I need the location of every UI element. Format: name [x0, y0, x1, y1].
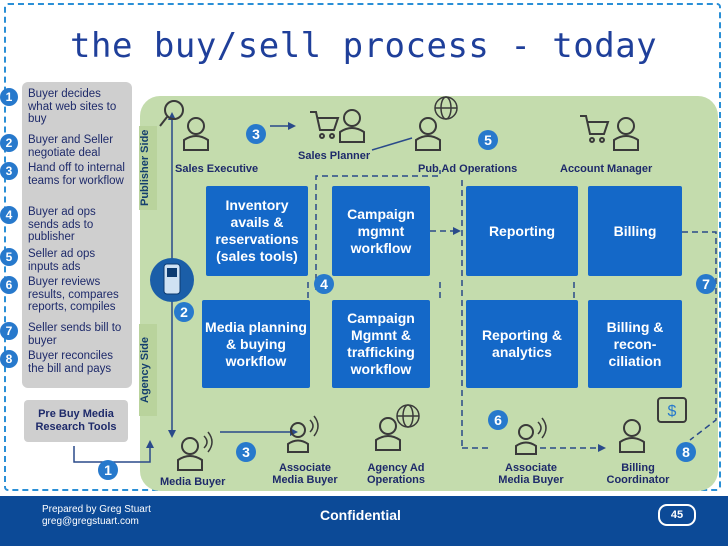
media-buyer-icon: [177, 437, 203, 471]
cart-icon-top: [310, 111, 340, 139]
arrow-head-6: [598, 444, 606, 452]
step-text: Seller ad ops inputs ads: [28, 248, 96, 273]
arrow-head-reporting: [453, 227, 461, 235]
step-text: Buyer decides what web sites to buy: [28, 88, 117, 125]
step-number: 5: [0, 248, 18, 266]
step1-arrow-head: [146, 440, 154, 448]
dashed-path-7: [682, 231, 717, 441]
cart-icon-right: [580, 115, 610, 143]
role-account-manager: Account Manager: [560, 163, 653, 175]
step-6: 6 Buyer reviews results, compares report…: [0, 276, 126, 314]
step-text: Buyer reconciles the bill and pays: [28, 350, 114, 375]
svg-text:$: $: [668, 403, 677, 420]
process-band: [140, 96, 718, 491]
role-pub-ad-operations: Pub Ad Operations: [418, 163, 518, 175]
account-mgr-icon: [613, 117, 639, 151]
box-agency-billing: Billing & recon-ciliation: [588, 300, 682, 388]
step-text: Buyer ad ops sends ads to publisher: [28, 206, 96, 243]
badge-3-bottom: 3: [236, 442, 256, 462]
badge-4: 4: [314, 274, 334, 294]
role-agency-ad-operations: Agency Ad Operations: [366, 462, 426, 486]
step-3: 3 Hand off to internal teams for workflo…: [0, 162, 126, 187]
pub-ops-icon: [415, 117, 441, 151]
top-arrow-head: [288, 122, 296, 130]
box-agency-reporting: Reporting & analytics: [466, 300, 578, 388]
step-text: Buyer reviews results, compares reports,…: [28, 276, 119, 313]
dashed-path-4: [315, 170, 441, 290]
sales-exec-icon: [183, 117, 209, 151]
step-5: 5 Seller ad ops inputs ads: [0, 248, 126, 273]
mobile-phone-icon: [150, 258, 194, 302]
arrow-down-head: [168, 430, 176, 438]
billing-coord-icon: [619, 419, 645, 453]
prepared-by-text: Prepared by Greg Stuart: [42, 504, 151, 515]
role-billing-coordinator: Billing Coordinator: [606, 462, 670, 486]
box-agency-campaign-mgmnt: Campaign Mgmnt & trafficking workflow: [332, 300, 430, 388]
steps-panel: 1 Buyer decides what web sites to buy 2 …: [0, 82, 132, 388]
badge-3-top: 3: [246, 124, 266, 144]
step-text: Seller sends bill to buyer: [28, 322, 122, 347]
globe-icon-bottom: [396, 404, 420, 428]
step-text: Buyer and Seller negotiate deal: [28, 134, 114, 159]
box-inventory-avails: Inventory avails & reservations (sales t…: [206, 186, 308, 276]
box-pub-reporting: Reporting: [466, 186, 578, 276]
assoc-buyer-icon-1: [287, 422, 309, 453]
step-4: 4 Buyer ad ops sends ads to publisher: [0, 206, 126, 244]
role-associate-media-buyer-2: Associate Media Buyer: [498, 462, 564, 486]
step1-path: [73, 446, 151, 463]
step-text: Hand off to internal teams for workflow: [28, 162, 125, 187]
box-pub-billing: Billing: [588, 186, 682, 276]
step-8: 8 Buyer reconciles the bill and pays: [0, 350, 126, 375]
step-number: 1: [0, 88, 18, 106]
confidential-label: Confidential: [320, 507, 401, 523]
role-sales-executive: Sales Executive: [175, 163, 259, 175]
footer-prepared-by: Prepared by Greg Stuart greg@gregstuart.…: [42, 504, 151, 528]
people-icons: [177, 109, 645, 471]
page-number: 45: [658, 504, 696, 526]
role-associate-media-buyer-1: Associate Media Buyer: [272, 462, 338, 486]
step-number: 4: [0, 206, 18, 224]
badge-8: 8: [676, 442, 696, 462]
prebuy-research-tools: Pre Buy Media Research Tools: [24, 400, 128, 442]
badge-1: 1: [98, 460, 118, 480]
agency-ops-icon: [375, 417, 401, 451]
badge-6: 6: [488, 410, 508, 430]
slide-title: the buy/sell process - today: [70, 26, 658, 66]
planner-ops-line: [371, 137, 413, 151]
box-media-planning: Media planning & buying workflow: [202, 300, 310, 388]
magnifier-icon: [159, 100, 184, 127]
step-number: 2: [0, 134, 18, 152]
step-number: 7: [0, 322, 18, 340]
role-media-buyer: Media Buyer: [160, 476, 226, 488]
assoc-buyer-icon-2: [515, 424, 537, 455]
box-pub-campaign-mgmnt: Campaign mgmnt workflow: [332, 186, 430, 276]
sales-planner-icon: [339, 109, 365, 143]
step-number: 6: [0, 276, 18, 294]
badge-7: 7: [696, 274, 716, 294]
step-7: 7 Seller sends bill to buyer: [0, 322, 126, 347]
step-number: 8: [0, 350, 18, 368]
badge-2: 2: [174, 302, 194, 322]
wireless-icons: [203, 415, 547, 453]
step-2: 2 Buyer and Seller negotiate deal: [0, 134, 126, 159]
step-number: 3: [0, 162, 18, 180]
badge-5: 5: [478, 130, 498, 150]
dollar-bubble-icon: $: [657, 397, 687, 423]
role-sales-planner: Sales Planner: [298, 150, 371, 162]
footer-bar: Prepared by Greg Stuart greg@gregstuart.…: [0, 496, 728, 546]
author-email: greg@gregstuart.com: [42, 516, 139, 527]
step-1: 1 Buyer decides what web sites to buy: [0, 88, 126, 126]
globe-icon-top: [434, 96, 458, 120]
